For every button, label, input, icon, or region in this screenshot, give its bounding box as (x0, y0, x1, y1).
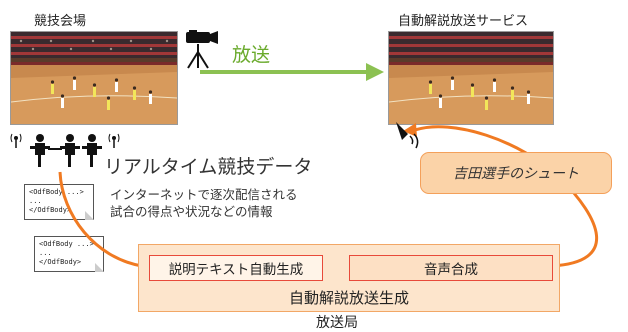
xml-data-card: <OdfBody ...> ... </OdfBody> (24, 184, 94, 220)
broadcast-label: 放送 (232, 44, 271, 66)
auto-commentary-box: 説明テキスト自動生成 音声合成 自動解説放送生成 (138, 244, 560, 312)
xml-line: </OdfBody> (39, 258, 82, 266)
text-generation-label: 説明テキスト自動生成 (168, 262, 304, 278)
service-photo (388, 31, 554, 125)
xml-line: ... (29, 197, 42, 205)
station-label: 放送局 (316, 315, 358, 331)
auto-commentary-label: 自動解説放送生成 (288, 289, 409, 307)
description-line-1: インターネットで逐次配信される (110, 187, 298, 202)
speech-synthesis-box: 音声合成 (349, 255, 553, 281)
callout-text: 吉田選手のシュート (453, 166, 579, 182)
video-camera-icon (186, 30, 218, 69)
xml-line: <OdfBody ...> (39, 240, 94, 248)
xml-line: <OdfBody ...> (29, 188, 84, 196)
commentary-callout: 吉田選手のシュート (420, 152, 612, 194)
service-label: 自動解説放送サービス (398, 14, 529, 29)
venue-photo (10, 31, 178, 125)
xml-line: ... (39, 249, 52, 257)
operators-icon (10, 133, 120, 167)
description-line-2: 試合の得点や状況などの情報 (110, 204, 273, 219)
text-generation-box: 説明テキスト自動生成 (149, 255, 323, 281)
venue-label: 競技会場 (34, 14, 87, 29)
speech-synthesis-label: 音声合成 (424, 262, 478, 278)
speaker-icon (396, 122, 419, 149)
xml-line: </OdfBody> (29, 206, 72, 214)
broadcast-arrow (200, 63, 384, 81)
realtime-data-label: リアルタイム競技データ (104, 156, 313, 178)
